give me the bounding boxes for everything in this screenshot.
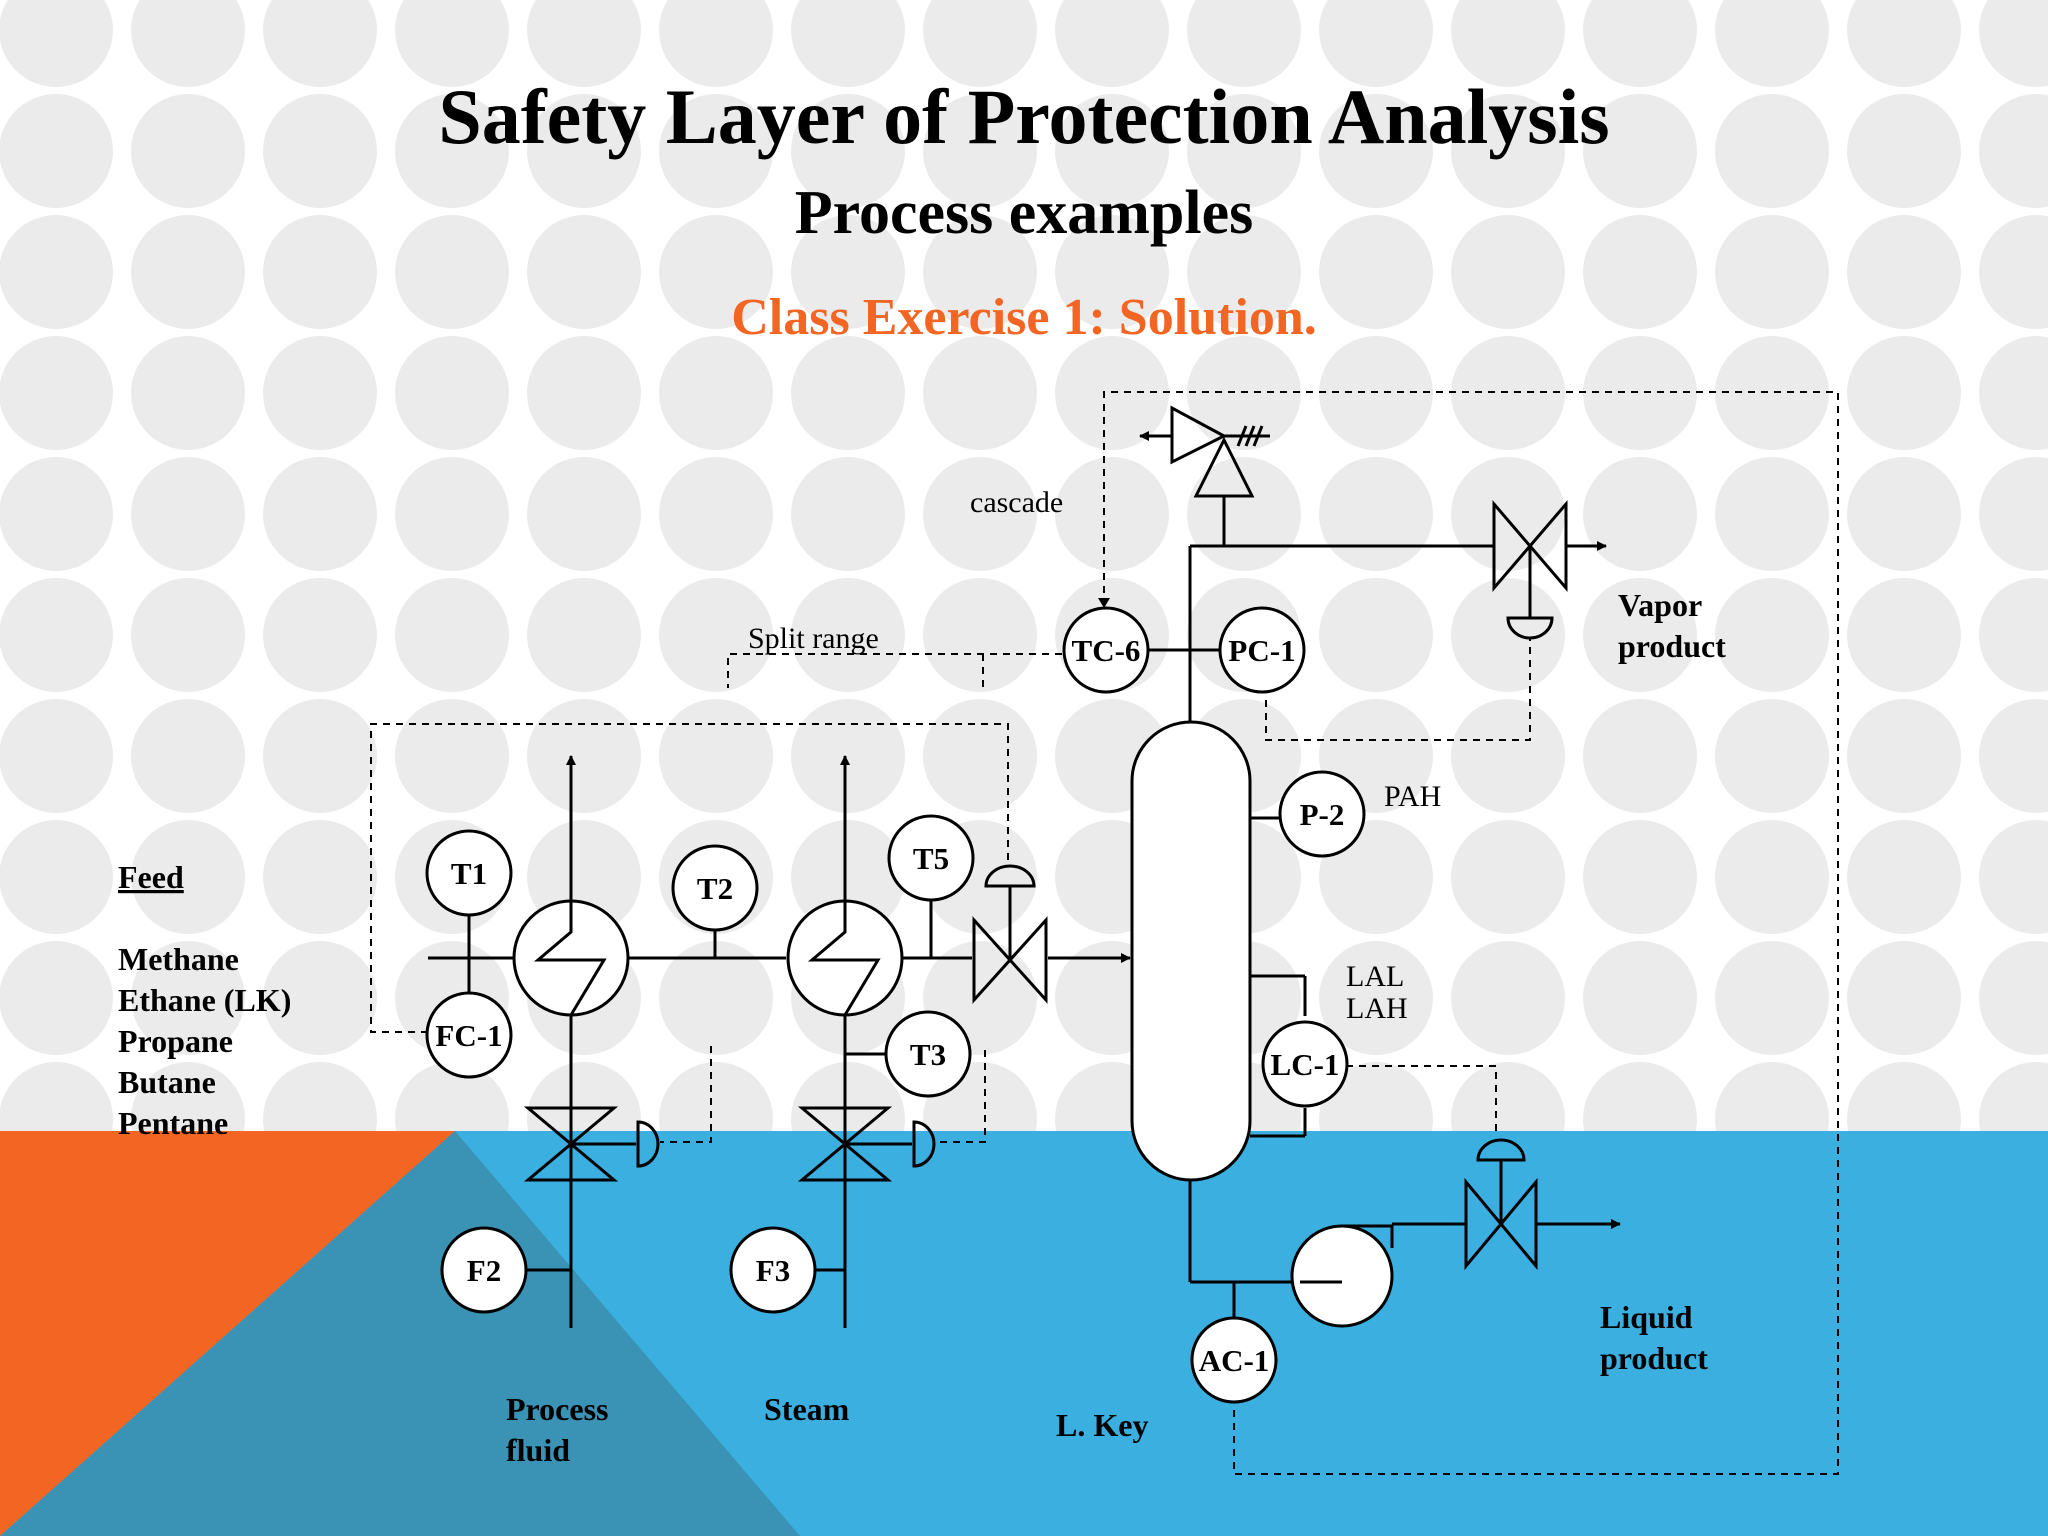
svg-text:F3: F3 bbox=[756, 1253, 790, 1288]
vapor-product-label: Vapor bbox=[1618, 587, 1702, 623]
pc1-signal bbox=[1265, 638, 1531, 741]
instrument-ac1: AC-1 bbox=[1190, 1316, 1278, 1404]
feed-component: Ethane (LK) bbox=[118, 982, 291, 1018]
svg-text:PC-1: PC-1 bbox=[1228, 633, 1295, 668]
fc1-signal bbox=[370, 723, 1009, 1033]
lal-label: LAL bbox=[1346, 960, 1404, 993]
svg-text:FC-1: FC-1 bbox=[435, 1018, 502, 1053]
overlap-triangle bbox=[0, 1131, 800, 1536]
feed-control-valve bbox=[972, 864, 1048, 1004]
svg-text:T1: T1 bbox=[451, 856, 487, 891]
signal-lines bbox=[370, 391, 1839, 1475]
instrument-t5: T5 bbox=[887, 814, 975, 902]
heat-exchanger-2 bbox=[786, 899, 904, 1017]
vapor-product-label: product bbox=[1618, 628, 1726, 664]
instrument-pc1: PC-1 bbox=[1218, 606, 1306, 694]
steam-valve bbox=[797, 1106, 936, 1182]
steam-label: Steam bbox=[764, 1391, 850, 1427]
lc1-signal bbox=[1346, 1065, 1497, 1136]
feed-list: Feed Methane Ethane (LK) Propane Butane … bbox=[118, 859, 291, 1141]
steam-valve-signal bbox=[936, 1050, 986, 1143]
svg-text:TC-6: TC-6 bbox=[1072, 633, 1141, 668]
instrument-f2: F2 bbox=[440, 1226, 528, 1314]
cascade-label: cascade bbox=[970, 486, 1063, 519]
liquid-product-valve bbox=[1464, 1138, 1538, 1271]
slide-subtitle: Process examples bbox=[794, 179, 1254, 247]
slide-title: Safety Layer of Protection Analysis bbox=[438, 73, 1610, 160]
instrument-fc1: FC-1 bbox=[425, 991, 513, 1079]
heat-exchanger-1 bbox=[512, 899, 630, 1017]
instrument-t3: T3 bbox=[884, 1010, 972, 1098]
instrument-t2: T2 bbox=[671, 844, 759, 932]
svg-text:LC-1: LC-1 bbox=[1271, 1047, 1340, 1082]
feed-component: Methane bbox=[118, 941, 239, 977]
liquid-product-label: Liquid bbox=[1600, 1299, 1693, 1335]
relief-valve bbox=[1139, 405, 1270, 498]
bottoms-pump bbox=[1290, 1224, 1394, 1328]
process-fluid-label: fluid bbox=[506, 1432, 570, 1468]
svg-text:AC-1: AC-1 bbox=[1199, 1343, 1270, 1378]
lah-label: LAH bbox=[1346, 992, 1408, 1025]
liquid-product-label: product bbox=[1600, 1340, 1708, 1376]
feed-component: Pentane bbox=[118, 1105, 228, 1141]
svg-text:T5: T5 bbox=[913, 841, 949, 876]
vapor-product-valve bbox=[1492, 499, 1568, 640]
svg-text:T3: T3 bbox=[910, 1037, 946, 1072]
instrument-t1: T1 bbox=[425, 829, 513, 917]
svg-text:P-2: P-2 bbox=[1300, 797, 1345, 832]
split-range-label: Split range bbox=[748, 622, 879, 655]
process-fluid-valve bbox=[523, 1106, 660, 1182]
l-key-label: L. Key bbox=[1056, 1407, 1148, 1443]
process-fluid-label: Process bbox=[506, 1391, 608, 1427]
feed-component: Butane bbox=[118, 1064, 216, 1100]
fc1-valve-signal bbox=[660, 1046, 712, 1143]
feed-component: Propane bbox=[118, 1023, 233, 1059]
svg-text:F2: F2 bbox=[467, 1253, 501, 1288]
pah-label: PAH bbox=[1384, 780, 1441, 813]
instrument-p2: P-2 bbox=[1278, 770, 1366, 858]
feed-heading: Feed bbox=[118, 859, 184, 895]
instrument-f3: F3 bbox=[729, 1226, 817, 1314]
svg-text:T2: T2 bbox=[697, 871, 733, 906]
cascade-signal bbox=[1103, 391, 1839, 1475]
exercise-title: Class Exercise 1: Solution. bbox=[731, 289, 1317, 346]
instrument-lc1: LC-1 bbox=[1261, 1020, 1349, 1108]
distillation-column bbox=[1130, 720, 1252, 1182]
process-lines bbox=[428, 496, 1621, 1328]
split-range-signal bbox=[727, 653, 1062, 688]
instrument-tc6: TC-6 bbox=[1062, 606, 1150, 694]
